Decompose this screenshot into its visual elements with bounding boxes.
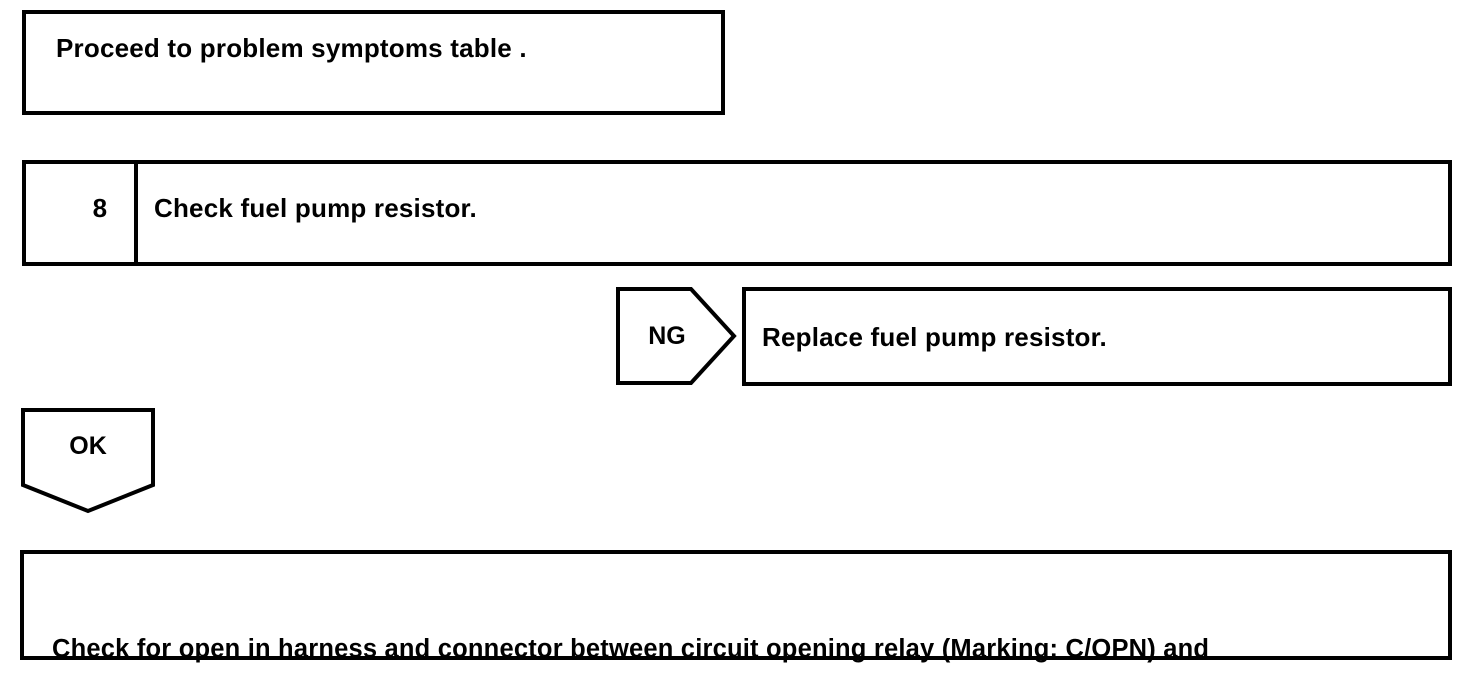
ng-label: NG — [648, 321, 686, 350]
ng-arrow-icon — [615, 286, 737, 386]
ng-result-text: Replace fuel pump resistor. — [762, 322, 1107, 352]
step-number: 8 — [92, 193, 108, 223]
step-8-box: 8 Check fuel pump resistor. — [22, 160, 1452, 266]
check-open-harness-box: Check for open in harness and connector … — [20, 550, 1452, 663]
proceed-box-text: Proceed to problem symptoms table . — [56, 33, 527, 63]
replace-fuel-pump-resistor-box: Replace fuel pump resistor. — [742, 287, 1452, 386]
final-text-line-1: Check for open in harness and connector … — [52, 635, 1210, 664]
ok-label: OK — [69, 431, 107, 460]
final-box-text: Check for open in harness and connector … — [52, 574, 1209, 674]
step-cell-divider — [134, 164, 138, 262]
ok-arrow-icon — [20, 407, 156, 514]
step-title: Check fuel pump resistor. — [154, 193, 477, 223]
proceed-to-symptoms-table-box: Proceed to problem symptoms table . — [22, 10, 725, 115]
